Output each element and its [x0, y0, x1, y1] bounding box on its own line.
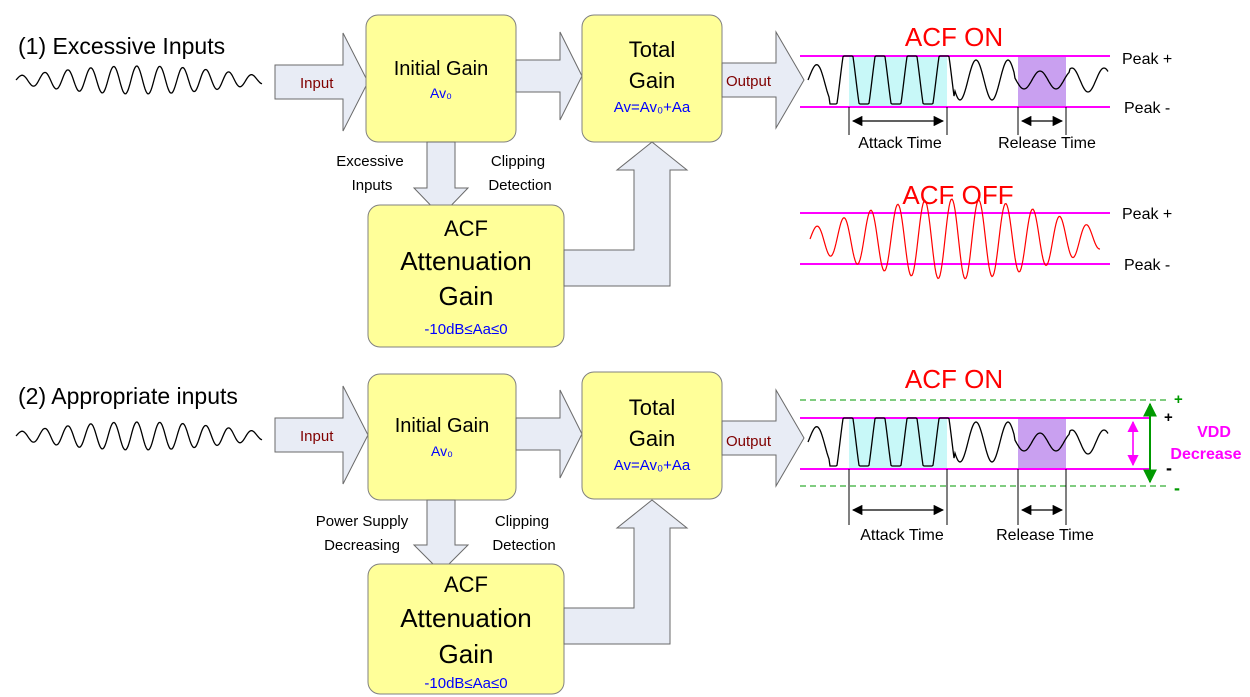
peak-minus-label: Peak -: [1124, 100, 1170, 117]
output-waveform-on: [807, 55, 1109, 105]
acf-line3: Gain: [439, 639, 494, 669]
peak-plus-label: Peak +: [1122, 51, 1172, 68]
acf-param: -10dB≤Aa≤0: [424, 675, 507, 692]
down-label-left-2: Decreasing: [324, 537, 400, 554]
section-appropriate-inputs: (2) Appropriate inputs Input Initial Gai…: [15, 364, 1242, 695]
release-time-label: Release Time: [998, 135, 1096, 152]
total-gain-param: Av=Av₀+Aa: [614, 99, 691, 116]
section-excessive-inputs: (1) Excessive Inputs Input Initial Gain …: [15, 14, 1172, 348]
output-arrow: [721, 30, 805, 130]
output-label: Output: [726, 73, 772, 90]
release-time-label: Release Time: [996, 527, 1094, 544]
feedback-arrow: [563, 141, 689, 287]
section2-title: (2) Appropriate inputs: [18, 383, 238, 409]
input-waveform: [15, 421, 263, 451]
total-gain-line1: Total: [629, 37, 675, 62]
initial-to-total-arrow: [515, 31, 583, 121]
input-arrow: [274, 32, 369, 132]
down-label-left-2: Inputs: [352, 177, 393, 194]
down-arrow: [412, 141, 470, 217]
attack-region: [849, 418, 947, 469]
vdd-label-line2: Decrease: [1170, 446, 1241, 463]
down-label-right-1: Clipping: [491, 153, 545, 170]
release-region: [1018, 418, 1066, 469]
total-gain-param: Av=Av₀+Aa: [614, 457, 691, 474]
initial-gain-param: Av₀: [431, 443, 453, 459]
acf-off-title: ACF OFF: [902, 180, 1013, 210]
total-gain-line2: Gain: [629, 426, 675, 451]
initial-gain-title: Initial Gain: [395, 415, 490, 437]
green-minus-sign: -: [1174, 478, 1180, 498]
acf-line2: Attenuation: [400, 603, 532, 633]
initial-gain-param: Av₀: [430, 85, 452, 101]
down-label-left-1: Excessive: [336, 153, 404, 170]
attack-region: [849, 56, 947, 107]
input-label: Input: [300, 428, 334, 445]
acf-line1: ACF: [444, 572, 488, 597]
initial-to-total-arrow: [515, 389, 583, 479]
initial-gain-box: [367, 373, 517, 501]
input-arrow: [274, 385, 369, 485]
total-gain-line1: Total: [629, 395, 675, 420]
down-label-left-1: Power Supply: [316, 513, 409, 530]
output-waveform-off: [809, 198, 1101, 280]
release-region: [1018, 56, 1066, 107]
off-peak-plus-label: Peak +: [1122, 206, 1172, 223]
black-plus-sign: +: [1164, 409, 1173, 426]
section1-title: (1) Excessive Inputs: [18, 33, 225, 59]
acf-line1: ACF: [444, 216, 488, 241]
total-gain-line2: Gain: [629, 68, 675, 93]
down-label-right-1: Clipping: [495, 513, 549, 530]
vdd-label-line1: VDD: [1197, 424, 1231, 441]
initial-gain-title: Initial Gain: [394, 58, 489, 80]
acf-on-title: ACF ON: [905, 22, 1003, 52]
down-label-right-2: Detection: [488, 177, 551, 194]
down-arrow: [412, 499, 470, 573]
output-waveform-on: [807, 417, 1109, 467]
attack-time-label: Attack Time: [858, 135, 942, 152]
acf-on-title: ACF ON: [905, 364, 1003, 394]
acf-line2: Attenuation: [400, 246, 532, 276]
black-minus-sign: -: [1166, 458, 1172, 478]
green-plus-sign: +: [1174, 391, 1183, 408]
off-peak-minus-label: Peak -: [1124, 257, 1170, 274]
input-label: Input: [300, 75, 334, 92]
output-arrow: [721, 388, 805, 488]
feedback-arrow: [563, 499, 689, 645]
down-label-right-2: Detection: [492, 537, 555, 554]
input-waveform: [15, 65, 263, 95]
attack-time-label: Attack Time: [860, 527, 944, 544]
acf-line3: Gain: [439, 281, 494, 311]
output-label: Output: [726, 433, 772, 450]
acf-param: -10dB≤Aa≤0: [424, 321, 507, 338]
